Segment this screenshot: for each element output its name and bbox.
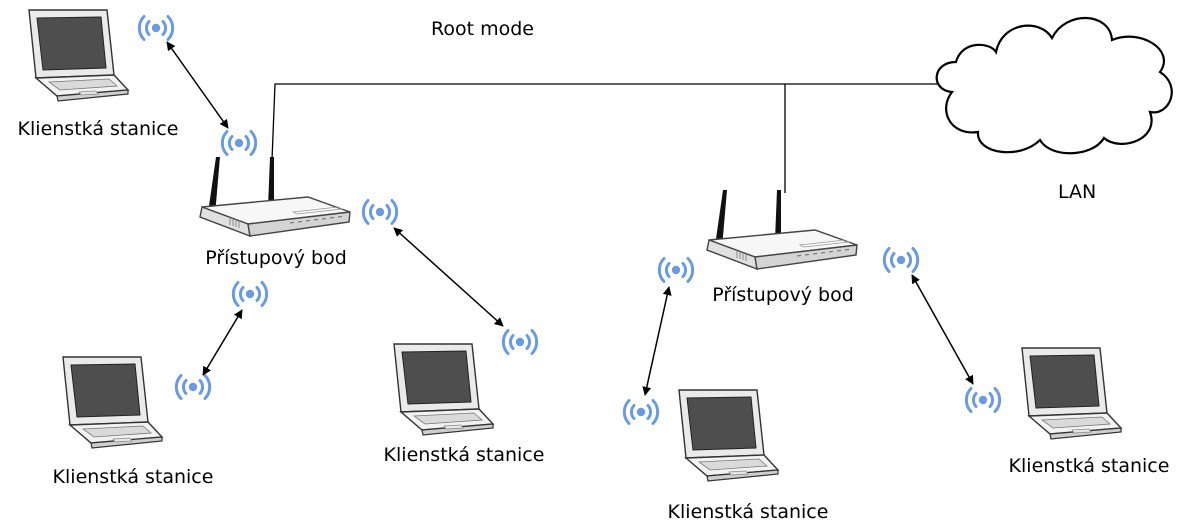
wireless-link [642, 286, 672, 396]
wireless-signal-icon [174, 374, 212, 400]
client-label: Klienstká stanice [383, 444, 545, 466]
client-label: Klienstká stanice [17, 118, 179, 140]
laptop-icon [62, 356, 163, 449]
client-label: Klienstká stanice [667, 501, 829, 523]
wireless-signal-icon [361, 199, 399, 225]
wireless-link [202, 309, 243, 376]
wireless-signal-icon [220, 130, 258, 156]
router-icon [199, 156, 351, 237]
wireless-signal-icon [137, 15, 175, 41]
client-label: Klienstká stanice [1008, 455, 1170, 477]
wireless-signal-icon [964, 387, 1002, 413]
wireless-signal-icon [882, 247, 920, 273]
laptop-icon [393, 343, 494, 436]
laptop-icon [1021, 347, 1122, 440]
wireless-signal-icon [231, 281, 269, 307]
access-point-label: Přístupový bod [712, 284, 854, 306]
wireless-link [393, 227, 504, 327]
client-label: Klienstká stanice [52, 466, 214, 488]
wireless-link [166, 41, 229, 129]
wired-link-left-ap [271, 83, 975, 161]
cloud-icon [935, 16, 1173, 155]
laptop-icon [28, 9, 129, 102]
lan-label: LAN [1058, 181, 1097, 203]
diagram-title: Root mode [431, 18, 534, 40]
wireless-signal-icon [622, 399, 660, 425]
wireless-signal-icon [657, 257, 695, 283]
laptop-icon [678, 389, 779, 482]
wireless-link [911, 274, 974, 385]
router-icon [706, 189, 858, 270]
access-point-label: Přístupový bod [205, 247, 347, 269]
wireless-signal-icon [501, 329, 539, 355]
